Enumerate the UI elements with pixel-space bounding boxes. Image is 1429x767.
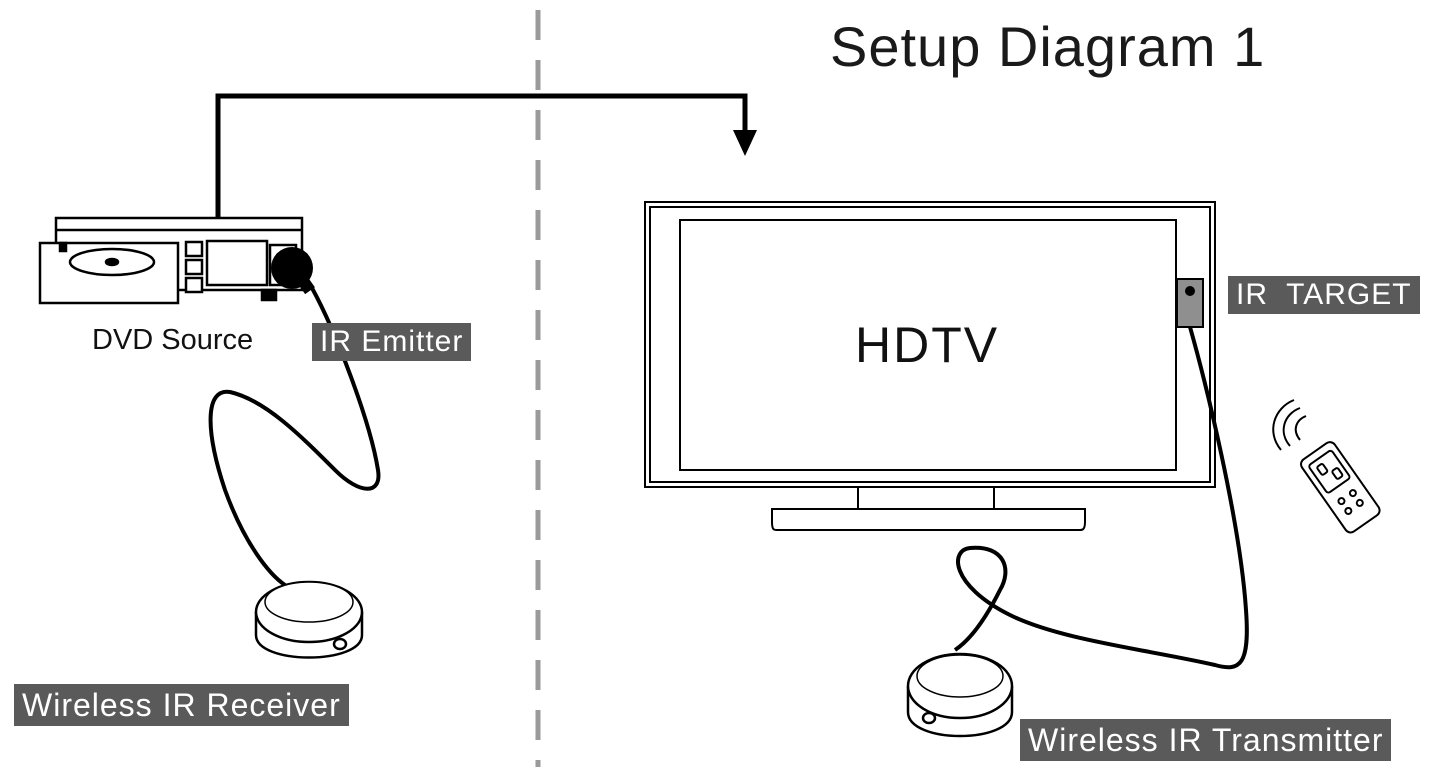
wireless-ir-transmitter-device (906, 652, 1014, 738)
ir-emitter-label: IR Emitter (312, 323, 472, 361)
hdtv-display (644, 201, 1216, 531)
wireless-ir-transmitter-label: Wireless IR Transmitter (1020, 719, 1392, 761)
hdtv-label: HDTV (855, 317, 1000, 373)
emitter-cable (208, 287, 381, 587)
video-connection-arrow (215, 93, 757, 218)
wireless-ir-receiver-device (254, 580, 364, 659)
ir-emitter-device (271, 247, 315, 295)
wireless-ir-receiver-label: Wireless IR Receiver (14, 684, 349, 726)
target-cable (953, 326, 1249, 670)
diagram-title: Setup Diagram 1 (830, 15, 1266, 78)
ir-target-sensor (1176, 278, 1204, 328)
dvd-source-label: DVD Source (92, 324, 254, 356)
dvd-player (38, 216, 304, 305)
ir-target-label: IR TARGET (1228, 276, 1420, 314)
remote-control-icon (1272, 399, 1381, 534)
